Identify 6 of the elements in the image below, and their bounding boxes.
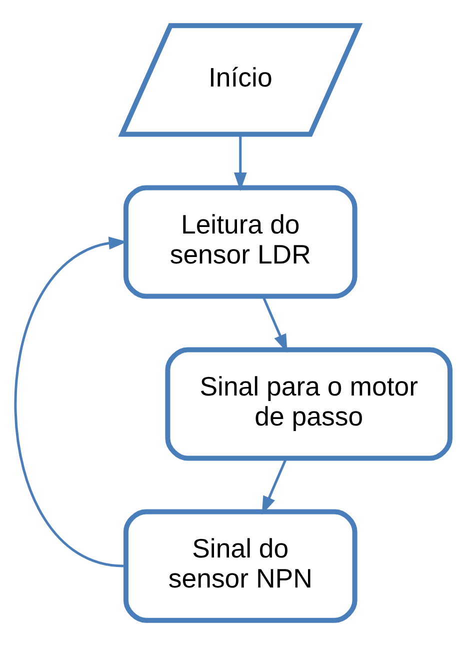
node-box: Leitura do sensor LDR <box>123 185 358 299</box>
arrow <box>262 458 288 515</box>
node-box: Sinal para o motor de passo <box>165 347 453 461</box>
arrow <box>234 134 247 191</box>
arrow <box>262 296 288 353</box>
node-box: Sinal do sensor NPN <box>123 509 358 623</box>
